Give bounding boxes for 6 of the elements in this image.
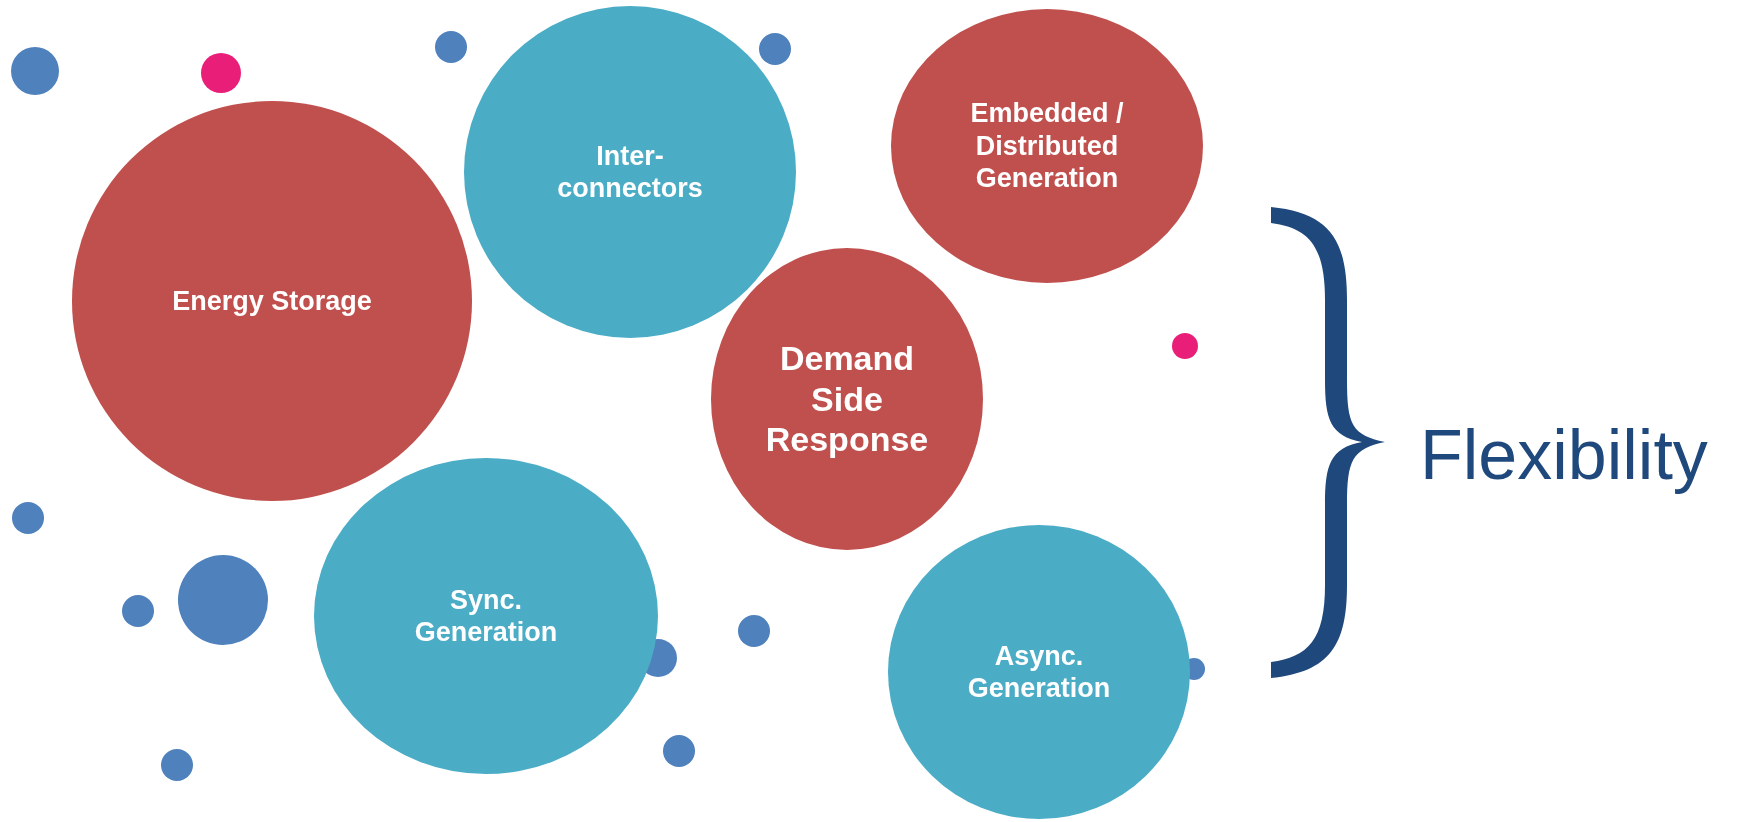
bubble-label: Energy Storage <box>172 284 372 318</box>
bubble-label: Inter- connectors <box>556 139 704 205</box>
bubble-label: Embedded / Distributed Generation <box>969 97 1125 195</box>
bubble-label: Async. Generation <box>966 639 1112 705</box>
bubble-label: Sync. Generation <box>413 583 559 649</box>
bubble-label: Demand Side Response <box>764 337 930 461</box>
